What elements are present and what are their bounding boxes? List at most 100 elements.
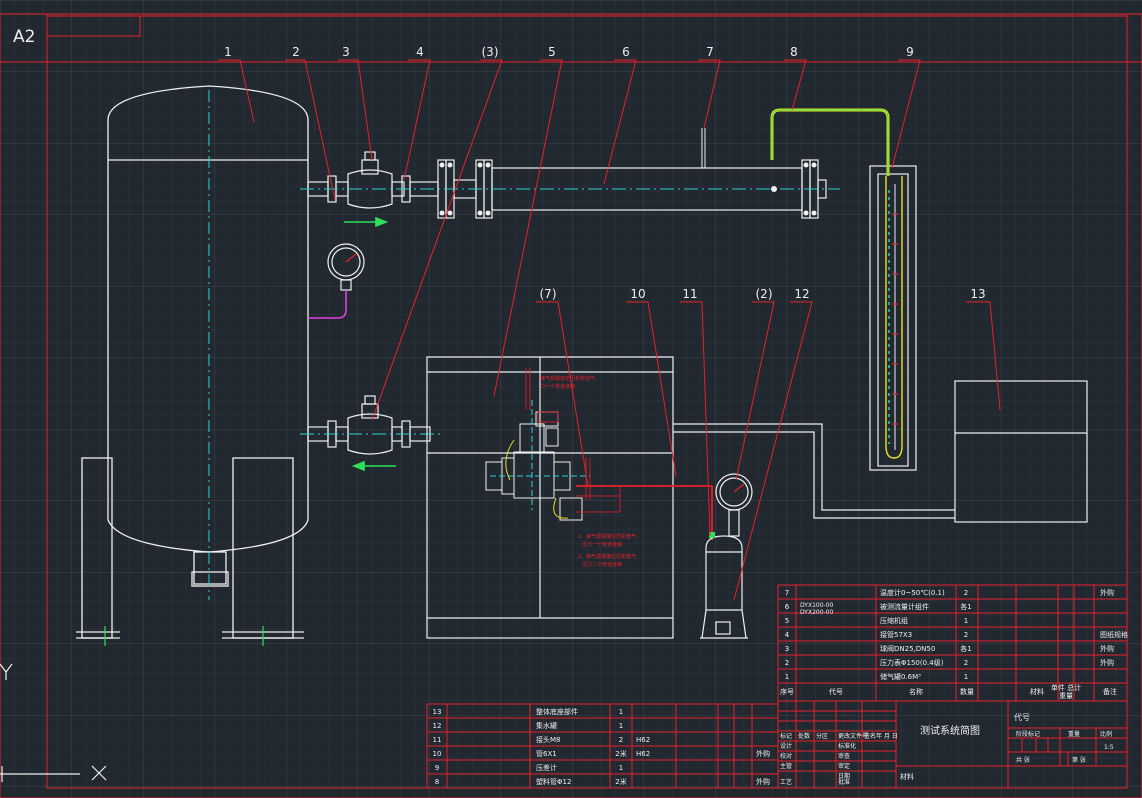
collector-fitting xyxy=(709,532,715,538)
compressor-centerlines xyxy=(490,400,590,510)
part-name: 塑料管Φ12 xyxy=(536,777,571,786)
part-name: 整体底座部件 xyxy=(536,707,578,716)
part-no: 12 xyxy=(433,722,442,730)
title-role-8: 日期 xyxy=(838,772,850,780)
svg-text:1、接气源或接空压机管气: 1、接气源或接空压机管气 xyxy=(578,533,636,540)
part-material: H62 xyxy=(636,736,650,744)
part-qty: 各1 xyxy=(960,602,971,611)
part-name: 球阀DN25,DN50 xyxy=(880,644,935,653)
title-role-6: 工艺 xyxy=(780,778,792,786)
part-no: 2 xyxy=(785,659,789,667)
part-qty: 2米 xyxy=(615,777,626,786)
part-name: 压差计 xyxy=(536,763,557,772)
callout-2: 3 xyxy=(342,45,350,59)
callout-8: 8 xyxy=(790,45,798,59)
connection-tube-core xyxy=(771,109,889,176)
title-right-3: 共 张 xyxy=(1016,756,1030,764)
leader-lines xyxy=(218,59,1001,601)
annotation-notes: 接气源或接空压机管线气 口一个管道连接 1、接气源或接空压机管气 压力一个管道连… xyxy=(540,375,636,568)
part-qty: 1 xyxy=(619,722,623,730)
callout-0: 1 xyxy=(224,45,232,59)
part-no: 11 xyxy=(433,736,442,744)
part-no: 13 xyxy=(433,708,442,716)
callout-11: 10 xyxy=(630,287,645,301)
part-note: 外购 xyxy=(756,777,770,786)
part-qty: 1 xyxy=(964,617,968,625)
part-note: 图纸规格 xyxy=(1100,630,1128,639)
title-right-0: 阶段标记 xyxy=(1016,730,1040,738)
header-qty: 数量 xyxy=(960,687,974,696)
title-role-5: 审定 xyxy=(838,762,850,770)
callout-4: (3) xyxy=(482,45,499,59)
part-no: 7 xyxy=(785,589,789,597)
callout-7: 7 xyxy=(706,45,714,59)
part-note: 外购 xyxy=(1100,644,1114,653)
sheet-size-label: A2 xyxy=(13,27,36,47)
base-assembly-box xyxy=(954,380,1088,523)
title-label-4: 签名 xyxy=(864,732,876,740)
part-name: 接头M8 xyxy=(536,735,561,744)
tank-foot-marks xyxy=(104,626,264,646)
part-qty: 2 xyxy=(619,736,623,744)
svg-text:压力一个管道连接: 压力一个管道连接 xyxy=(582,541,622,548)
gauge-line-magenta xyxy=(308,290,347,319)
callout-9: 9 xyxy=(906,45,914,59)
part-name: 压力表Φ150(0.4级) xyxy=(880,658,944,667)
scale-value: 1:5 xyxy=(1104,744,1114,751)
compressor-hoses xyxy=(505,439,569,519)
title-label-3: 更改文件号 xyxy=(838,732,868,740)
title-role-2: 校对 xyxy=(780,752,792,760)
title-role-4: 主管 xyxy=(780,762,792,770)
title-right-1: 重量 xyxy=(1068,730,1080,738)
header-note: 备注 xyxy=(1103,687,1117,696)
part-name: 被测流量计组件 xyxy=(880,602,929,611)
title-role-0: 设计 xyxy=(780,742,792,750)
svg-text:接气源或接空压机管线气: 接气源或接空压机管线气 xyxy=(540,375,595,382)
title-role-1: 标准化 xyxy=(838,742,856,750)
header-weight-unit: 重量 xyxy=(1059,692,1073,700)
part-no: 6 xyxy=(785,603,790,611)
part-qty: 2米 xyxy=(615,749,626,758)
title-label-0: 标记 xyxy=(780,732,792,740)
title-block-right-labels: 阶段标记重量比例共 张第 张 xyxy=(1016,730,1112,764)
svg-text:2、接气源或接空压机管气: 2、接气源或接空压机管气 xyxy=(578,553,636,560)
part-qty: 2 xyxy=(964,631,968,639)
title-label-2: 分区 xyxy=(816,732,828,740)
flow-arrow-right xyxy=(344,216,389,228)
title-role-3: 审查 xyxy=(838,752,850,760)
callout-12: 11 xyxy=(682,287,697,301)
part-qty: 各1 xyxy=(960,644,971,653)
part-qty: 1 xyxy=(964,673,968,681)
ucs-icon xyxy=(0,663,107,782)
callout-6: 6 xyxy=(622,45,630,59)
svg-text:压力二个管道连接: 压力二个管道连接 xyxy=(582,561,622,568)
part-code: DYX100-00 xyxy=(800,602,834,609)
storage-tank xyxy=(76,85,309,639)
part-qty: 2 xyxy=(964,659,968,667)
drawing-title: 测试系统简图 xyxy=(920,724,980,737)
header-no: 序号 xyxy=(780,687,794,696)
callout-5: 5 xyxy=(548,45,556,59)
part-no: 9 xyxy=(435,764,439,772)
title-block-roles: 标记处数分区更改文件号签名年 月 日设计标准化校对审查主管审定工艺批准日期 xyxy=(780,732,898,786)
header-weight: 单件 总计 xyxy=(1051,683,1081,692)
callout-10: (7) xyxy=(540,287,557,301)
title-label-1: 处数 xyxy=(798,732,810,740)
thermometer xyxy=(701,128,706,168)
part-note: 外购 xyxy=(1100,658,1114,667)
title-label-5: 年 月 日 xyxy=(876,732,898,740)
part-name: 储气罐0.6M³ xyxy=(880,672,921,681)
water-collector xyxy=(700,535,748,639)
compressor-cabinet xyxy=(426,356,674,639)
header-code: 代号 xyxy=(829,687,843,696)
code-label: 代号 xyxy=(1014,712,1030,722)
part-qty: 1 xyxy=(619,764,623,772)
title-right-2: 比例 xyxy=(1100,730,1112,738)
callout-1: 2 xyxy=(292,45,300,59)
part-no: 5 xyxy=(785,617,789,625)
